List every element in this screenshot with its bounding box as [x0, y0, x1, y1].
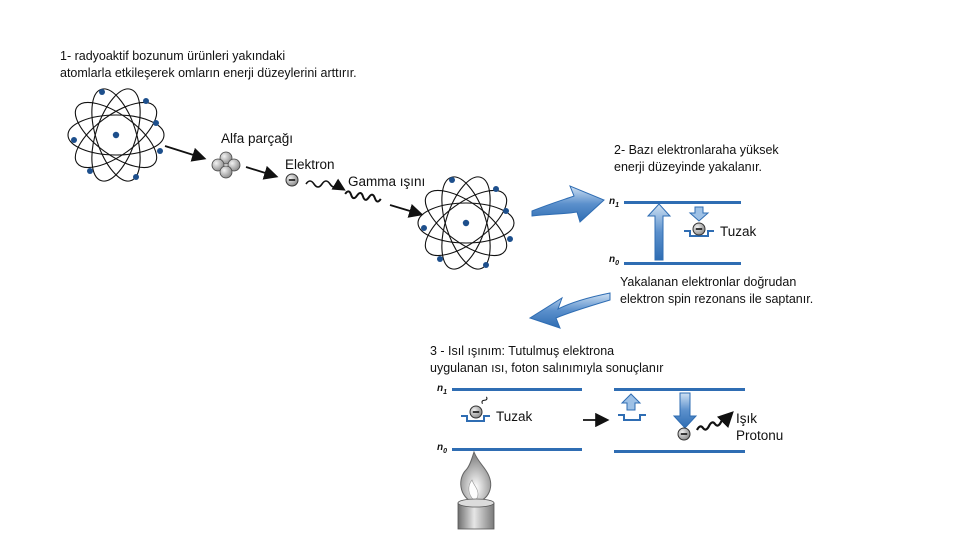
candle-flame-icon: [457, 450, 495, 530]
trap-well-3: [461, 415, 490, 422]
photon-label-line2: Protonu: [736, 428, 784, 443]
detection-text: Yakalanan elektronlar doğrudan elektron …: [620, 274, 813, 308]
trap-well-2: [684, 230, 714, 237]
atom-1-icon: [64, 82, 168, 188]
big-arrow-step2-to-3: [528, 292, 611, 329]
step1-line1: 1- radyoaktif bozunum ürünleri yakındaki: [60, 49, 286, 63]
trap-label-2: Tuzak: [720, 224, 757, 239]
trapped-electron-2: [692, 222, 706, 236]
energy-diagram-3b: [614, 388, 745, 453]
step3-line1: 3 - Isıl ışınım: Tutulmuş elektrona: [430, 344, 615, 358]
falling-electron-3: [677, 427, 691, 441]
level-n0-line-3: [452, 448, 582, 451]
release-arrow-3: [620, 393, 642, 411]
level-n0-label-3: n0: [437, 442, 448, 455]
gamma-label: Gamma ışını: [348, 174, 426, 189]
trapped-electron-3: [469, 405, 483, 419]
photon-label-line1: Işık: [736, 411, 758, 426]
step2-line2: enerji düzeyinde yakalanır.: [614, 160, 763, 174]
electron-label: Elektron: [285, 157, 335, 172]
photon-label: Işık Protonu: [736, 410, 783, 444]
step2-text: 2- Bazı elektronlaraha yüksek enerji düz…: [614, 142, 779, 176]
gamma-ray-icon: [344, 190, 382, 203]
energy-diagram-3a: [452, 388, 582, 451]
big-arrow-step1-to-2: [531, 185, 605, 223]
level-n0-label-2: n0: [609, 254, 620, 267]
detection-line1: Yakalanan elektronlar doğrudan: [620, 275, 797, 289]
step2-line1: 2- Bazı elektronlaraha yüksek: [614, 143, 779, 157]
electron-icon: [285, 173, 299, 187]
level-n0-line-2: [624, 262, 741, 265]
detection-line2: elektron spin rezonans ile saptanır.: [620, 292, 814, 306]
arrow-to-electron: [245, 165, 279, 180]
level-n1-line-2: [624, 201, 741, 204]
arrow-to-gamma-wave: [305, 180, 339, 188]
level-n1-line-3b: [614, 388, 745, 391]
level-n1-label-2: n1: [609, 196, 620, 209]
step1-text: 1- radyoaktif bozunum ürünleri yakındaki…: [60, 48, 357, 82]
level-n0-line-3b: [614, 450, 745, 453]
step3-line2: uygulanan ısı, foton salınımıyla sonuçla…: [430, 361, 664, 375]
photon-wave-icon: [696, 417, 728, 431]
arrow-to-alpha: [164, 145, 207, 162]
trap-arrow-2: [688, 206, 710, 222]
alpha-label: Alfa parçağı: [221, 131, 294, 146]
arrow-to-atom2: [389, 204, 424, 218]
level-n1-label-3: n1: [437, 383, 448, 396]
excitation-arrow-2: [646, 203, 672, 261]
step3-text: 3 - Isıl ışınım: Tutulmuş elektrona uygu…: [430, 343, 663, 377]
empty-trap-well-3: [618, 414, 646, 421]
trap-label-3: Tuzak: [496, 409, 533, 424]
recombination-arrow-3: [672, 392, 698, 429]
atom-2-icon: [414, 170, 518, 276]
alpha-particle-icon: [211, 151, 241, 179]
energy-diagram-2: [624, 201, 741, 265]
level-n1-line-3: [452, 388, 582, 391]
step1-line2: atomlarla etkileşerek omların enerji düz…: [60, 66, 357, 80]
